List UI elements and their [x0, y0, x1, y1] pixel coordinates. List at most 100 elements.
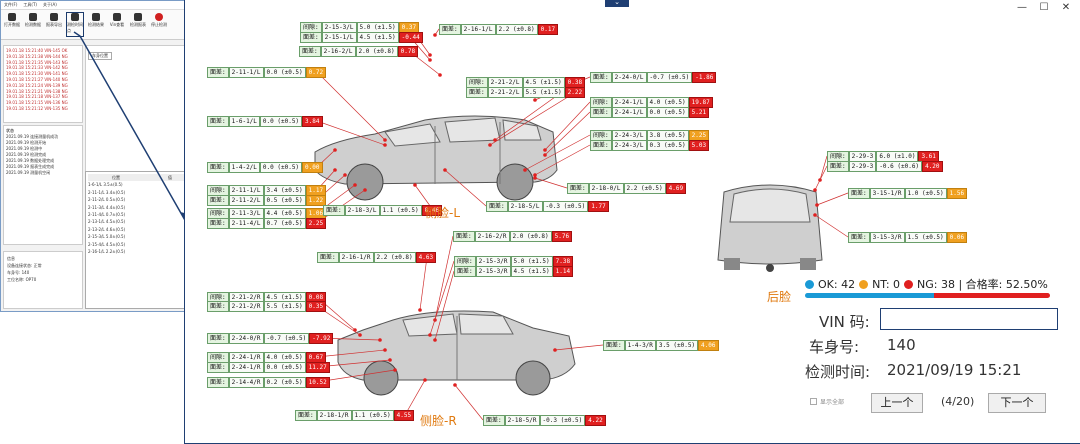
- label-dev: 1.22: [305, 195, 327, 206]
- ribbon-stop-button[interactable]: 停止检测: [151, 13, 167, 36]
- label-name: 2-24-1/R: [228, 362, 264, 373]
- list-item: 2021.09.19 连接测量机成功: [6, 134, 59, 139]
- list-item: 车身号: 140: [7, 270, 30, 275]
- ribbon-vin-button[interactable]: Vin查看: [109, 13, 125, 36]
- label-dev: 4.55: [393, 410, 415, 421]
- label-dev: 0.17: [537, 24, 559, 35]
- right-tab[interactable]: 车身位置: [88, 52, 112, 60]
- measurement-label[interactable]: 面差:2-18-5/L-0.3 (±0.5)1.77: [486, 201, 609, 212]
- list-item: 2-16-1/L 2.2±(0.5): [88, 249, 126, 255]
- label-dev: 5.76: [551, 231, 573, 242]
- measurement-label[interactable]: 面差:2-24-0/L-0.7 (±0.5)-1.86: [590, 72, 717, 83]
- label-name: 2-16-1/L: [460, 24, 496, 35]
- ribbon-report-button[interactable]: 检测报表: [130, 13, 146, 36]
- menu-about[interactable]: 关于(A): [43, 2, 57, 7]
- stop-icon: [155, 13, 163, 21]
- list-item: 19.01.18 15:21:18 VIN-137 NG: [6, 94, 68, 100]
- show-all-checkbox[interactable]: 显示全部: [810, 397, 844, 406]
- ribbon-timepoint-button[interactable]: 测检时间点: [66, 12, 84, 37]
- maximize-button[interactable]: ☐: [1039, 2, 1049, 13]
- background-window: 文件(F) 工具(T) 关于(A) 打开数据 检测数据 报表导出 测检时间点 检…: [0, 0, 200, 312]
- label-name: 2-24-1/L: [611, 107, 647, 118]
- label-type: 面差:: [483, 415, 505, 426]
- measurement-label[interactable]: 面差:2-24-0/R-0.7 (±0.5)-7.92: [207, 333, 334, 344]
- label-dev: 1.56: [946, 188, 968, 199]
- label-val: 2.2 (±0.8): [373, 252, 416, 263]
- label-name: 2-18-3/L: [344, 205, 380, 216]
- chevron-down-icon[interactable]: ⌄: [605, 0, 629, 7]
- list-item: 2021.09.19 报表生成完成: [6, 164, 55, 169]
- label-dev: 5.03: [688, 140, 710, 151]
- list-item: 19.01.18 15:21:35 VIN-143 NG: [6, 59, 68, 65]
- label-type: 面差:: [590, 72, 612, 83]
- close-button[interactable]: ✕: [1061, 2, 1071, 13]
- label-val: 0.3 (±0.5): [646, 140, 689, 151]
- ribbon-export-button[interactable]: 报表导出: [46, 13, 62, 36]
- export-icon: [50, 13, 58, 21]
- label-val: 5.5 (±1.5): [522, 87, 565, 98]
- label-name: 3-15-1/R: [869, 188, 905, 199]
- label-dev: 0.72: [305, 67, 327, 78]
- measurement-label[interactable]: 面差:2-18-5/R-0.3 (±0.5)4.22: [483, 415, 606, 426]
- label-name: 2-11-1/L: [228, 67, 264, 78]
- label-dev: 4.22: [585, 415, 606, 426]
- list-item: 2021.09.19 测量机空闲: [6, 170, 51, 175]
- label-name: 2-11-4/L: [228, 218, 264, 229]
- menu-file[interactable]: 文件(F): [4, 2, 18, 7]
- ribbon-open-button[interactable]: 打开数据: [4, 13, 20, 36]
- measurement-label[interactable]: 面差:2-29-3-0.6 (±0.6)4.20: [827, 161, 943, 172]
- label-type: 面差:: [486, 201, 508, 212]
- next-button[interactable]: 下一个: [988, 393, 1046, 413]
- label-type: 面差:: [207, 362, 229, 373]
- ok-dot-icon: [805, 279, 814, 289]
- list-item: 2021.09.19 数据处理完成: [6, 158, 55, 163]
- label-dev: -7.92: [309, 333, 334, 344]
- label-type: 面差:: [207, 218, 229, 229]
- vin-input[interactable]: [880, 308, 1058, 330]
- report-icon: [134, 13, 142, 21]
- table-header: 位置值: [88, 174, 196, 182]
- label-dev: 5.21: [688, 107, 710, 118]
- label-name: 2-15-3/R: [475, 266, 511, 277]
- minimize-button[interactable]: —: [1017, 2, 1027, 13]
- label-dev: 0.78: [397, 46, 419, 57]
- prev-button[interactable]: 上一个: [871, 393, 923, 413]
- ribbon-result-button[interactable]: 检测结果: [88, 13, 104, 36]
- label-val: 0.0 (±0.5): [263, 67, 306, 78]
- list-item: 19.01.18 15:21:38 VIN-144 NG: [6, 53, 68, 59]
- menu-tools[interactable]: 工具(T): [23, 2, 37, 7]
- car-rear-image: [717, 184, 823, 272]
- ribbon-detect-button[interactable]: 检测数据: [25, 13, 41, 36]
- pass-rate-ng-fill: [933, 293, 1050, 298]
- label-type: 面差:: [207, 67, 229, 78]
- camera-icon: [92, 13, 100, 21]
